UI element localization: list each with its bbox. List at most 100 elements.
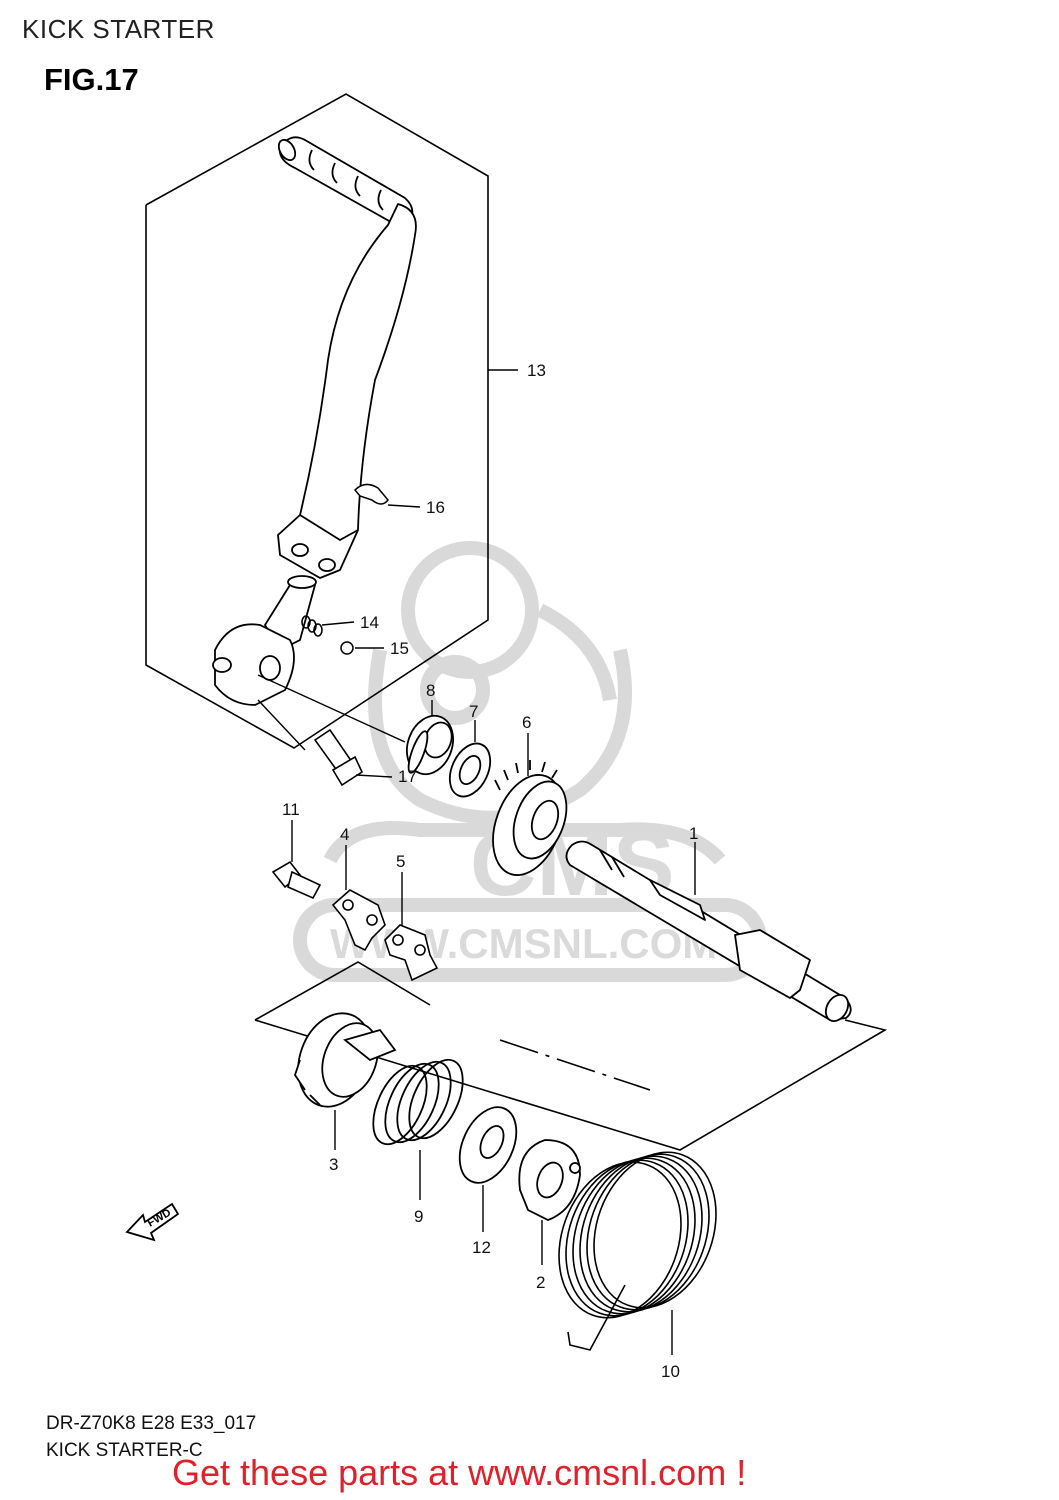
callout-13: 13: [527, 361, 546, 380]
forward-arrow-icon: FWD: [125, 1202, 180, 1242]
kick-shaft-1: [565, 840, 852, 1023]
return-spring-10: [558, 1151, 717, 1351]
kick-lever: [277, 136, 417, 579]
shaft-end: [824, 993, 850, 1023]
clip-body: [353, 483, 389, 505]
washer-7: [448, 742, 492, 798]
grip-ridge: [331, 162, 338, 184]
spring-coil: [307, 619, 317, 633]
guide-4-hole: [366, 914, 378, 926]
figure-label: FIG.17: [44, 62, 139, 97]
gear-bore: [530, 799, 560, 841]
diagram-code: DR-Z70K8 E28 E33_017: [46, 1413, 257, 1434]
callout-3: 3: [329, 1155, 338, 1174]
bolt-17: [313, 728, 364, 787]
boss-bolt-hole: [212, 657, 232, 673]
spring-guide-2: [518, 1139, 581, 1221]
clip-16: [353, 483, 389, 505]
shaft-splines: [599, 849, 625, 878]
washer-12: [458, 1106, 518, 1184]
callout-6: 6: [522, 713, 531, 732]
kick-gear-6: [492, 760, 568, 876]
lever-boss-edge: [299, 514, 359, 541]
callout-4: 4: [340, 825, 349, 844]
ratchet-3: [294, 1012, 397, 1108]
callout-10: 10: [661, 1362, 680, 1381]
spring-coil: [384, 1062, 440, 1144]
watermark-mascot-arm: [536, 603, 617, 702]
spring-coil: [565, 1159, 689, 1317]
bolt-11-shank: [287, 870, 322, 900]
leader-shaft-seal: [257, 674, 406, 743]
kick-lever-assembly-outline: [145, 93, 489, 749]
oil-seal-8: [406, 714, 454, 776]
leader-boss-bolt: [257, 699, 306, 751]
lower-assembly-outline: [254, 961, 888, 1151]
grip-ridge: [377, 189, 384, 211]
guide-5: [384, 924, 439, 982]
leader-17: [355, 774, 393, 778]
callout-15: 15: [390, 639, 409, 658]
grip-ridge: [354, 175, 361, 197]
spring-coil: [372, 1064, 428, 1146]
callout-17: 17: [398, 767, 417, 786]
assembly-frame: [145, 93, 489, 749]
diagram-name: KICK STARTER-C: [46, 1440, 203, 1461]
grip-ridge: [308, 149, 315, 171]
spring-coil: [313, 623, 323, 637]
spring-coil: [593, 1151, 717, 1309]
callout-2: 2: [536, 1273, 545, 1292]
guide-2-bore: [536, 1161, 564, 1199]
lever-arm: [277, 203, 417, 579]
lever-hole: [318, 558, 336, 572]
boss-clamp: [214, 623, 295, 706]
leader-16: [387, 504, 421, 508]
watermark-mascot-head: [401, 541, 539, 679]
lever-grip: [278, 136, 414, 227]
washer-7-inner: [458, 754, 482, 786]
grip-end: [277, 138, 297, 162]
callout-8: 8: [426, 681, 435, 700]
ball-15: [340, 641, 354, 655]
boss-spline-hole: [259, 655, 281, 681]
parts-link-banner[interactable]: Get these parts at www.cmsnl.com !: [172, 1452, 747, 1493]
shaft-flat: [649, 879, 706, 921]
spring-coil: [301, 615, 311, 629]
callout-14: 14: [360, 613, 379, 632]
guide-2-hole: [569, 1162, 581, 1174]
callout-leaders: [257, 369, 696, 1355]
callout-16: 16: [426, 498, 445, 517]
callout-9: 9: [414, 1207, 423, 1226]
callout-11: 11: [282, 800, 300, 819]
callout-5: 5: [396, 852, 405, 871]
spring-coil: [396, 1060, 452, 1142]
spring-9: [372, 1058, 464, 1146]
bolt-17-head: [331, 755, 364, 787]
guide-5-hole: [414, 944, 426, 956]
seal-edge: [407, 730, 429, 774]
guide-4: [331, 889, 386, 952]
washer-12-inner: [479, 1125, 505, 1159]
leader-14: [321, 621, 355, 626]
gear-teeth: [494, 760, 558, 791]
guide-5-hole: [392, 934, 404, 946]
guide-4-hole: [342, 899, 354, 911]
spring-coil: [408, 1058, 464, 1140]
page-title: KICK STARTER: [22, 14, 215, 44]
ratchet-tab: [343, 1028, 397, 1062]
watermark-mascot-body: [368, 648, 632, 825]
kick-shaft-boss: [212, 575, 317, 706]
boss-shaft-end: [287, 575, 317, 589]
spring-coil: [572, 1157, 696, 1315]
spring-coil: [586, 1153, 710, 1311]
spring-14: [301, 615, 323, 637]
lever-hole: [291, 543, 309, 557]
lower-frame-left: [254, 961, 431, 1021]
spring-hook: [567, 1284, 626, 1351]
shaft-gear: [734, 929, 811, 999]
callout-12: 12: [472, 1238, 491, 1257]
bolt-11: [271, 860, 322, 900]
watermark-mascot-eye: [420, 655, 490, 725]
